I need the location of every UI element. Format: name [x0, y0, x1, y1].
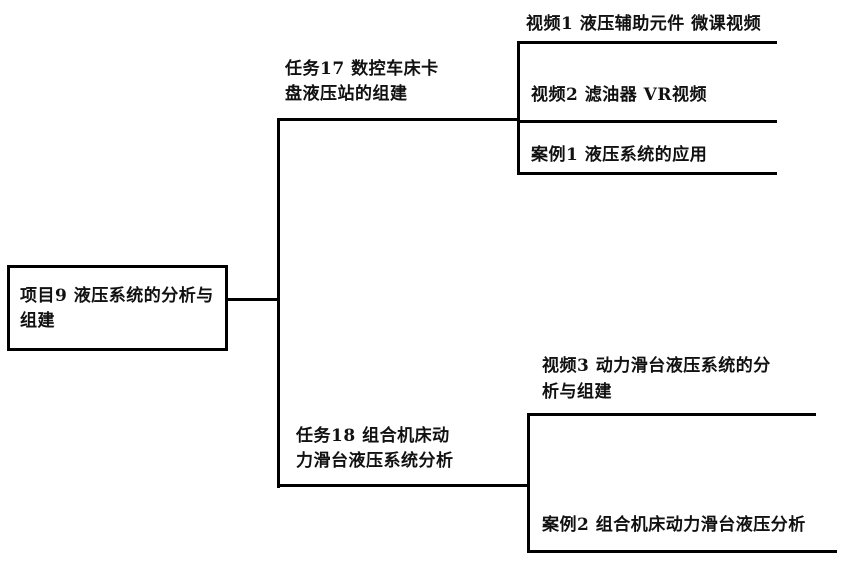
branch-task18-subspine: [527, 414, 530, 553]
leaf-video2-label: 视频2 滤油器 VR视频: [531, 85, 707, 105]
main-spine: [277, 118, 280, 488]
branch-task18-label-line1: 任务18 组合机床动: [296, 426, 450, 446]
leaf-video3-underline: [527, 413, 816, 416]
leaf-case2-underline: [527, 550, 837, 553]
leaf-video3-label-line1: 视频3 动力滑台液压系统的分: [542, 356, 771, 376]
branch-task17-label-line1: 任务17 数控车床卡: [285, 59, 439, 79]
branch-task17-label-line2: 盘液压站的组建: [285, 84, 408, 104]
connector-root-to-spine: [228, 298, 280, 301]
root-node-label: 项目9 液压系统的分析与组建: [20, 286, 214, 331]
branch-task18-label-line2: 力滑台液压系统分析: [296, 451, 454, 471]
branch-task18-connector: [277, 484, 529, 487]
leaf-case1-underline: [517, 172, 777, 175]
leaf-video1-label: 视频1 液压辅助元件 微课视频: [526, 14, 762, 34]
branch-task17-subspine: [517, 42, 520, 175]
leaf-video1-underline: [517, 41, 777, 44]
leaf-video2-underline: [517, 120, 777, 123]
leaf-case2-label: 案例2 组合机床动力滑台液压分析: [542, 515, 806, 535]
leaf-case1-label: 案例1 液压系统的应用: [531, 145, 708, 165]
leaf-video3-label-line2: 析与组建: [542, 382, 612, 402]
root-node-box: 项目9 液压系统的分析与组建: [7, 265, 228, 351]
branch-task17-connector: [277, 118, 520, 121]
